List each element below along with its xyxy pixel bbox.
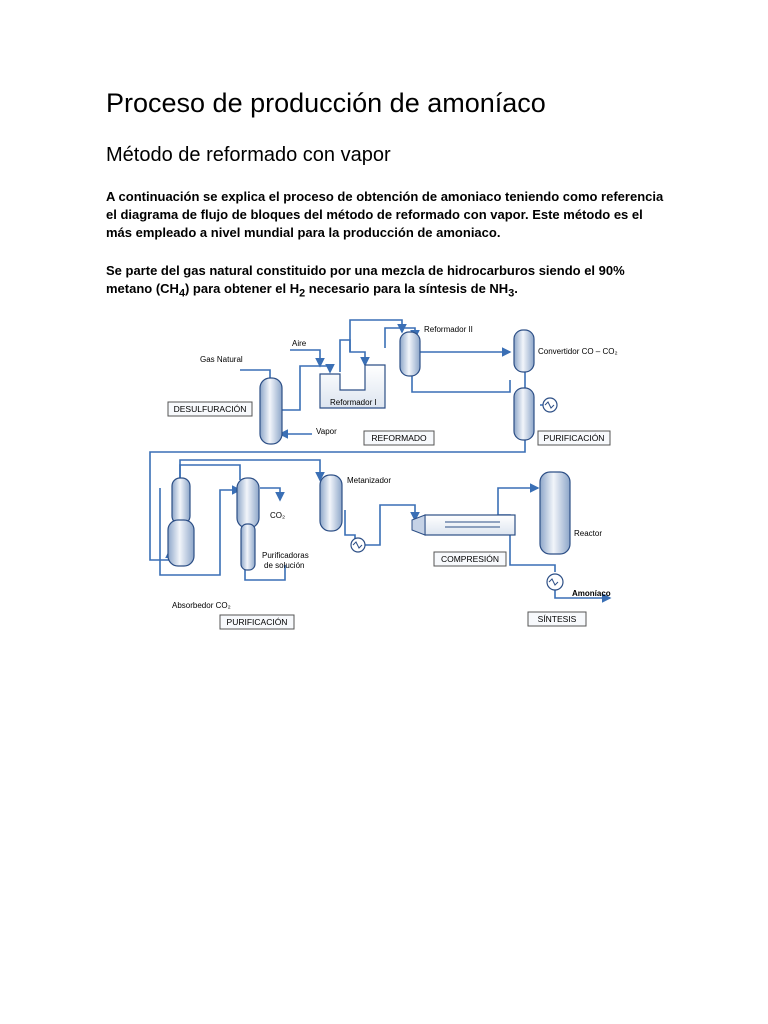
flow-line (554, 590, 612, 603)
reformer-i (319, 364, 386, 409)
heat-exchanger (546, 573, 564, 591)
purifier-top (236, 477, 260, 529)
stage-purificacion-bottom: PURIFICACIÓN (227, 617, 288, 627)
paragraph-text: . (514, 281, 518, 296)
process-flow-diagram: Gas Natural Aire Vapor Reformador I Refo… (149, 319, 618, 630)
convertidor-label: Convertidor CO – CO₂ (538, 347, 618, 356)
gas-natural-label: Gas Natural (200, 355, 243, 364)
flow-line (411, 376, 511, 393)
absorber-bottom (167, 519, 195, 567)
de-solucion-label: de solución (264, 561, 304, 570)
reactor-vessel (539, 471, 571, 555)
flow-line (179, 459, 325, 482)
flow-line (179, 464, 241, 480)
amoniaco-label: Amoníaco (572, 589, 611, 598)
subscript: 2 (299, 287, 306, 300)
intro-paragraph: A continuación se explica el proceso de … (106, 189, 664, 240)
flow-line (344, 510, 356, 540)
flow-line (497, 483, 540, 515)
stage-box-purificacion-top (537, 430, 611, 446)
purifier-bottom (240, 523, 256, 571)
reformador-ii-label: Reformador II (424, 325, 473, 334)
flow-line (365, 504, 420, 546)
flow-line (159, 485, 242, 576)
methanizer-vessel (319, 474, 343, 532)
flow-line (349, 319, 407, 352)
stage-desulfuracion: DESULFURACIÓN (174, 404, 247, 414)
desulfurizer-vessel (259, 377, 283, 445)
converter-vessel (513, 329, 535, 373)
stage-compresion: COMPRESIÓN (441, 554, 499, 564)
stage-sintesis: SÍNTESIS (538, 614, 577, 624)
subscript: 3 (508, 287, 515, 300)
purification-vessel (513, 387, 535, 441)
stage-box-purificacion-bottom (219, 614, 295, 630)
stage-purificacion-top: PURIFICACIÓN (544, 433, 605, 443)
page-title: Proceso de producción de amoníaco (106, 88, 546, 118)
stage-box-desulfuracion (167, 401, 253, 417)
compressor-body (424, 514, 516, 536)
stage-reformado: REFORMADO (371, 433, 427, 443)
reformador-i-label: Reformador I (330, 398, 377, 407)
paragraph-text: Se parte del gas natural constituido por… (106, 263, 625, 296)
absorbedor-label: Absorbedor CO₂ (172, 601, 231, 610)
flow-line (290, 349, 325, 368)
flow-line (260, 487, 285, 502)
vapor-label: Vapor (316, 427, 337, 436)
page-subtitle: Método de reformado con vapor (106, 144, 391, 166)
absorber-top (171, 477, 191, 525)
flow-line (280, 364, 335, 411)
flow-line (244, 565, 286, 581)
stage-box-sintesis (527, 611, 587, 627)
subscript: 4 (178, 287, 185, 300)
paragraph-text: necesario para la síntesis de NH (305, 281, 509, 296)
purificadoras-label: Purificadoras (262, 551, 309, 560)
reactor-label: Reactor (574, 529, 602, 538)
co2-label: CO₂ (270, 511, 285, 520)
feedstock-paragraph: Se parte del gas natural constituido por… (106, 262, 666, 303)
paragraph-text: ) para obtener el H (184, 281, 300, 296)
metanizador-label: Metanizador (347, 476, 391, 485)
stage-box-compresion (433, 551, 507, 567)
flow-line (339, 339, 370, 372)
stage-box-reformado (363, 430, 435, 446)
aire-label: Aire (292, 339, 307, 348)
reformer-ii-vessel (399, 331, 421, 377)
